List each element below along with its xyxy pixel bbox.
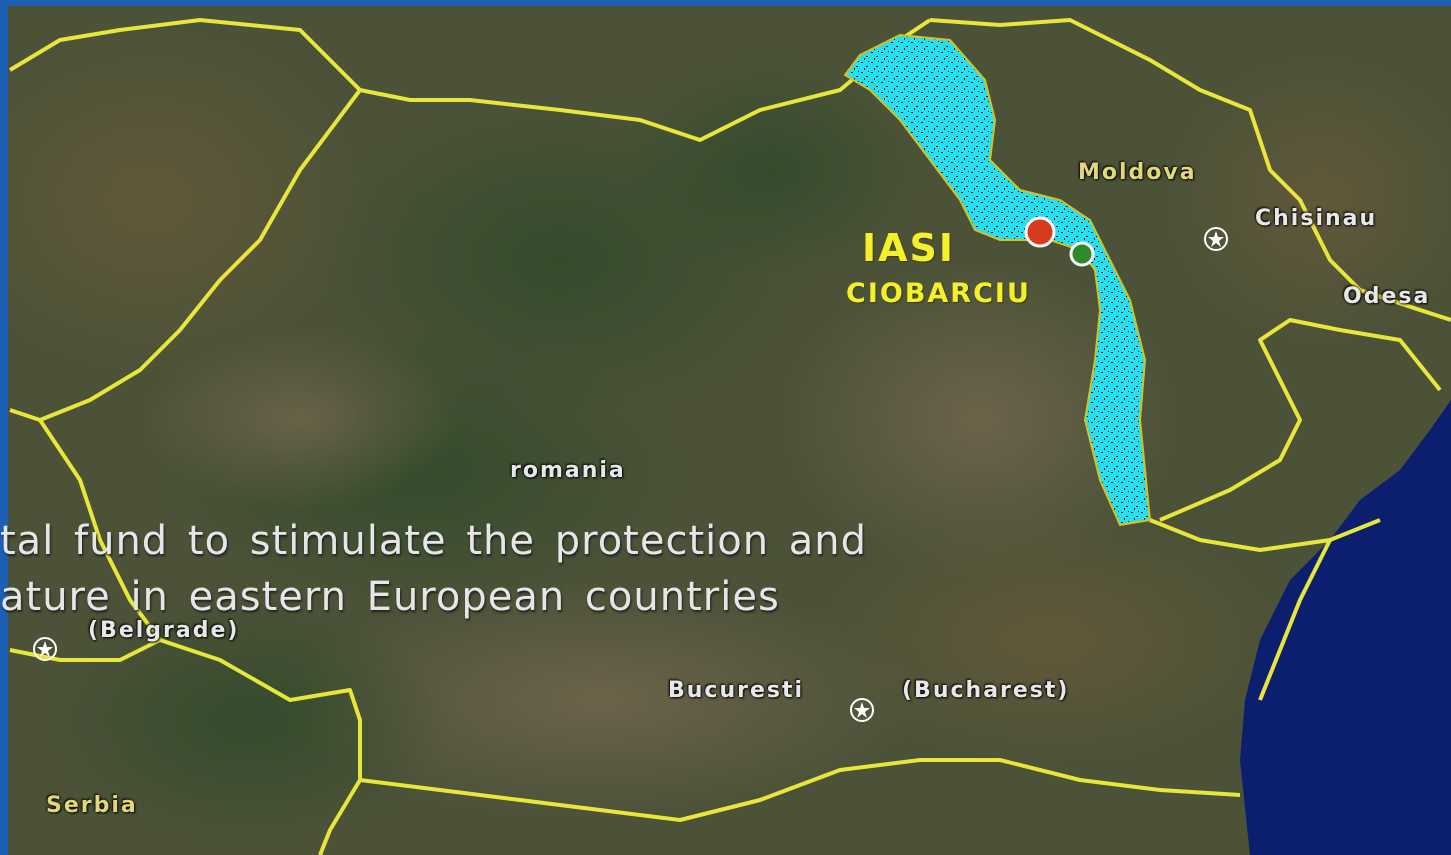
iasi-marker[interactable]: [1024, 216, 1056, 248]
capital-star-icon: [1204, 227, 1228, 251]
window-top-edge: [0, 0, 1451, 6]
capital-star-icon: [850, 698, 874, 722]
terrain-patches: [0, 20, 1451, 840]
ciobarciu-marker[interactable]: [1069, 241, 1095, 267]
label-serbia: Serbia: [46, 793, 138, 818]
black-sea: [1240, 400, 1451, 855]
country-borders: [8, 18, 1451, 855]
label-bucuresti: Bucuresti: [668, 678, 805, 703]
label-iasi: IASI: [862, 226, 956, 270]
label-moldova: Moldova: [1078, 160, 1197, 185]
label-odesa: Odesa: [1343, 284, 1431, 309]
caption-line-1: tal fund to stimulate the protection and: [0, 518, 868, 564]
label-belgrade: (Belgrade): [88, 618, 240, 643]
river-basin-area: [843, 33, 1152, 527]
label-romania: romania: [510, 458, 626, 483]
label-chisinau: Chisinau: [1255, 206, 1378, 231]
capital-star-icon: [33, 637, 57, 661]
window-edge: [0, 0, 8, 855]
label-bucharest: (Bucharest): [902, 678, 1070, 703]
label-ciobarciu: CIOBARCIU: [846, 278, 1031, 309]
caption-line-2: ature in eastern European countries: [0, 574, 780, 620]
